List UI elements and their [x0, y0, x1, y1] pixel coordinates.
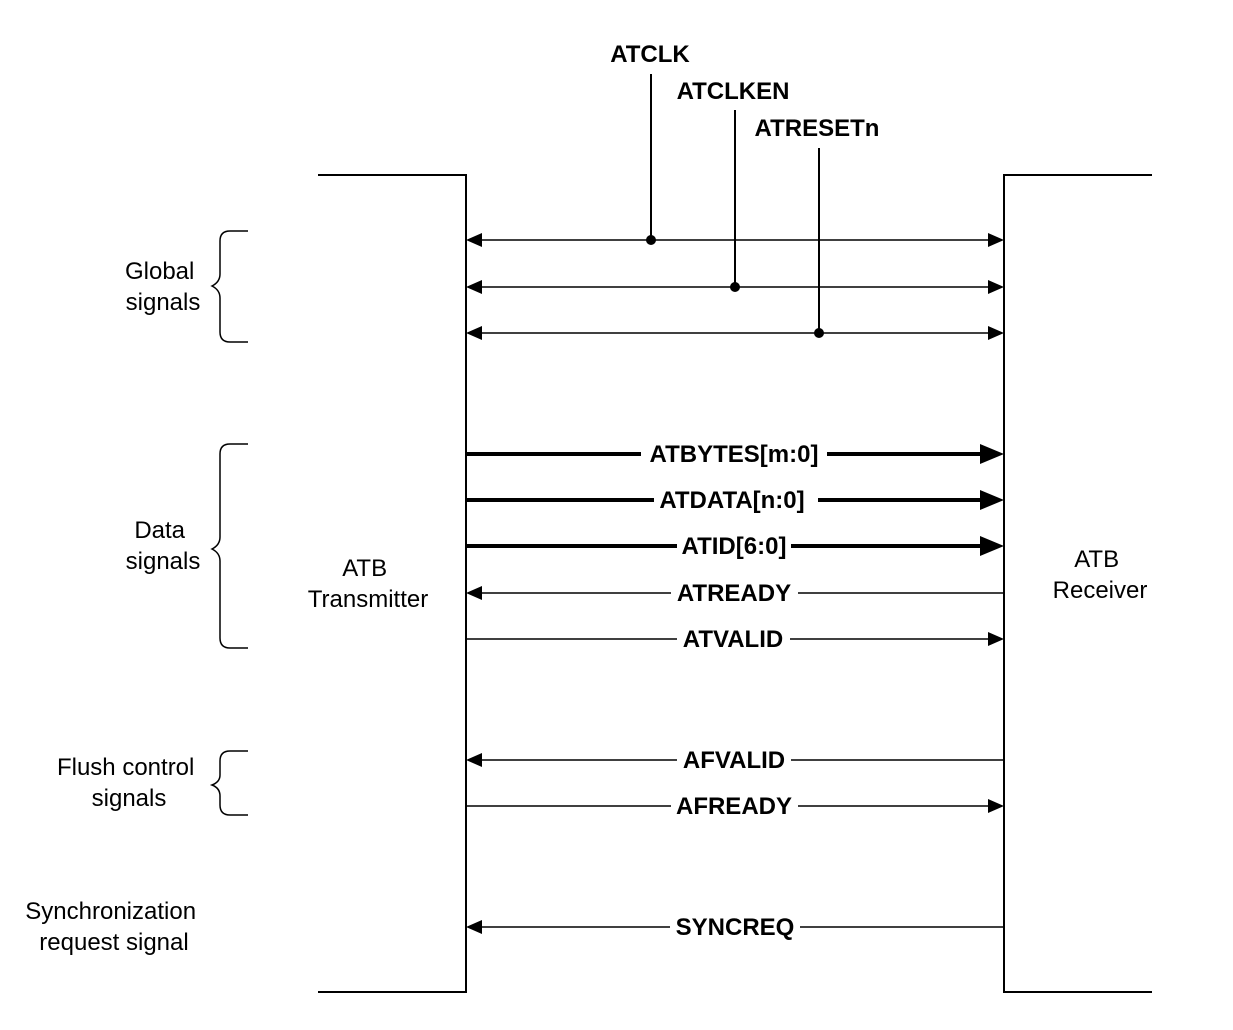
atclk-label: ATCLK — [610, 41, 690, 68]
flush-signals-label: Flush control signals — [57, 754, 201, 812]
atvalid-arrow-right — [988, 632, 1004, 646]
receiver-label-line-1: ATB — [1074, 546, 1119, 573]
signal-syncreq: SYNCREQ — [466, 914, 1004, 941]
receiver-label-line-2: Receiver — [1053, 577, 1148, 604]
global-signal-atresetn: ATRESETn — [466, 115, 1004, 340]
global-signals-label-line-1: Global — [125, 258, 194, 285]
global-signals-label-line-2: signals — [126, 289, 201, 316]
atid-label: ATID[6:0] — [682, 533, 787, 560]
sync-signal-label: Synchronization request signal — [25, 898, 202, 956]
atid-arrow-right — [980, 536, 1004, 556]
signal-atbytes: ATBYTES[m:0] — [466, 441, 1004, 468]
atresetn-arrow-left — [466, 326, 482, 340]
signal-atvalid: ATVALID — [466, 626, 1004, 653]
atclk-arrow-right — [988, 233, 1004, 247]
flush-signals-brace — [209, 750, 248, 816]
atclk-arrow-left — [466, 233, 482, 247]
atclken-arrow-right — [988, 280, 1004, 294]
afready-arrow-right — [988, 799, 1004, 813]
atbytes-arrow-right — [980, 444, 1004, 464]
atready-label: ATREADY — [677, 580, 791, 607]
flush-signals-label-line-2: signals — [92, 785, 167, 812]
transmitter-block-outline — [318, 174, 467, 993]
atclken-arrow-left — [466, 280, 482, 294]
afvalid-arrow-left — [466, 753, 482, 767]
atdata-label: ATDATA[n:0] — [659, 487, 804, 514]
data-signals-label: Data signals — [126, 517, 201, 575]
signal-atid: ATID[6:0] — [466, 533, 1004, 560]
global-signals-label: Global signals — [125, 258, 201, 316]
global-signal-atclk: ATCLK — [466, 41, 1004, 247]
syncreq-label: SYNCREQ — [676, 914, 795, 941]
flush-signals-label-line-1: Flush control — [57, 754, 194, 781]
data-signals-label-line-1: Data — [134, 517, 185, 544]
atvalid-label: ATVALID — [683, 626, 783, 653]
global-signals-brace — [210, 230, 248, 343]
data-signals-brace — [210, 443, 248, 649]
atclken-label: ATCLKEN — [677, 78, 790, 105]
afready-label: AFREADY — [676, 793, 792, 820]
atready-arrow-left — [466, 586, 482, 600]
receiver-label: ATB Receiver — [1053, 546, 1148, 604]
data-signals-label-line-2: signals — [126, 548, 201, 575]
afvalid-label: AFVALID — [683, 747, 785, 774]
atbytes-label: ATBYTES[m:0] — [650, 441, 819, 468]
transmitter-label: ATB Transmitter — [308, 555, 428, 613]
global-signal-atclken: ATCLKEN — [466, 78, 1004, 294]
sync-signal-label-line-2: request signal — [39, 929, 188, 956]
sync-signal-label-line-1: Synchronization — [25, 898, 196, 925]
transmitter-label-line-2: Transmitter — [308, 586, 428, 613]
transmitter-label-line-1: ATB — [342, 555, 387, 582]
atdata-arrow-right — [980, 490, 1004, 510]
signal-afvalid: AFVALID — [466, 747, 1004, 774]
signal-atready: ATREADY — [466, 580, 1004, 607]
signal-afready: AFREADY — [466, 793, 1004, 820]
atresetn-label: ATRESETn — [755, 115, 880, 142]
receiver-block-outline — [1003, 174, 1152, 993]
signal-atdata: ATDATA[n:0] — [466, 487, 1004, 514]
atresetn-arrow-right — [988, 326, 1004, 340]
syncreq-arrow-left — [466, 920, 482, 934]
